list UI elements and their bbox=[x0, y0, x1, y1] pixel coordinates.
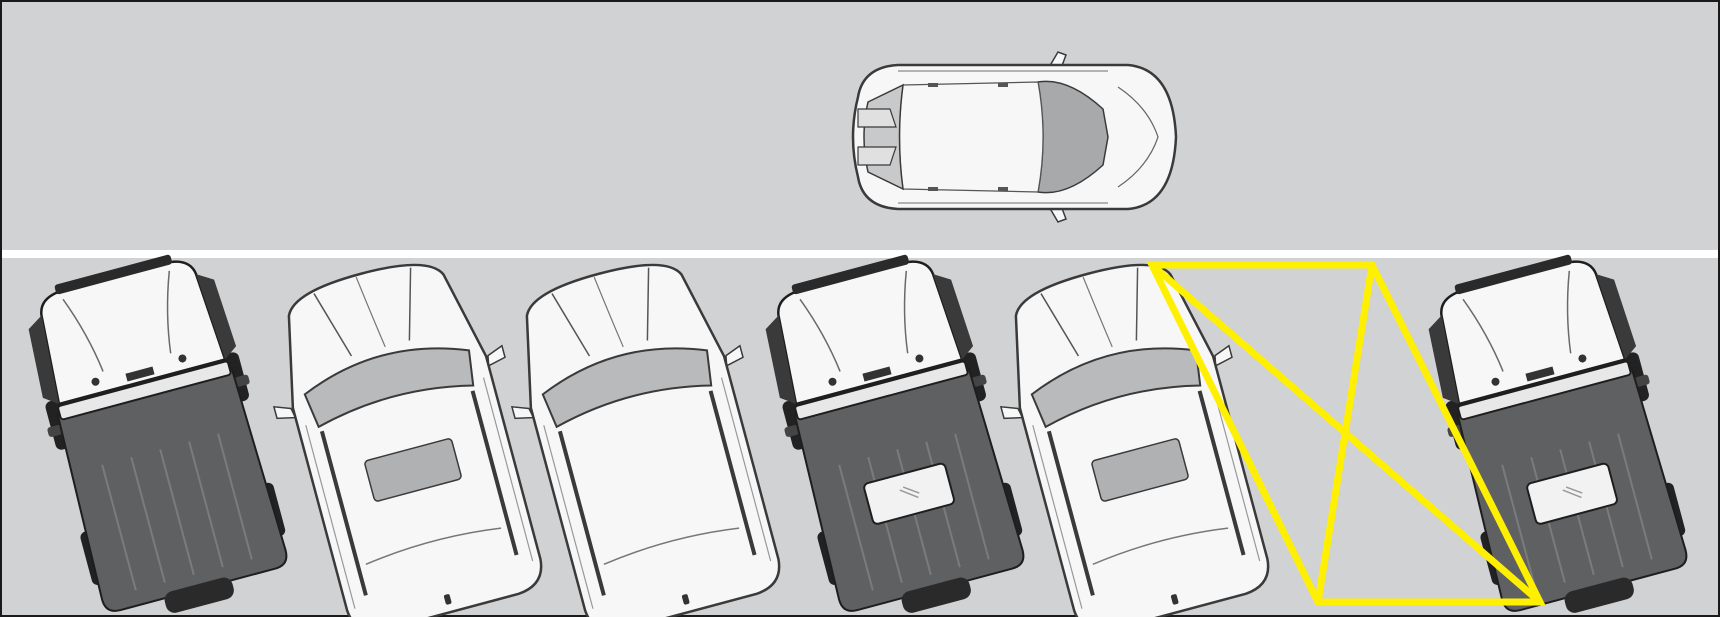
lane-divider bbox=[2, 250, 1718, 258]
target-parking-spot bbox=[1146, 261, 1546, 606]
moving-car bbox=[851, 50, 1178, 224]
